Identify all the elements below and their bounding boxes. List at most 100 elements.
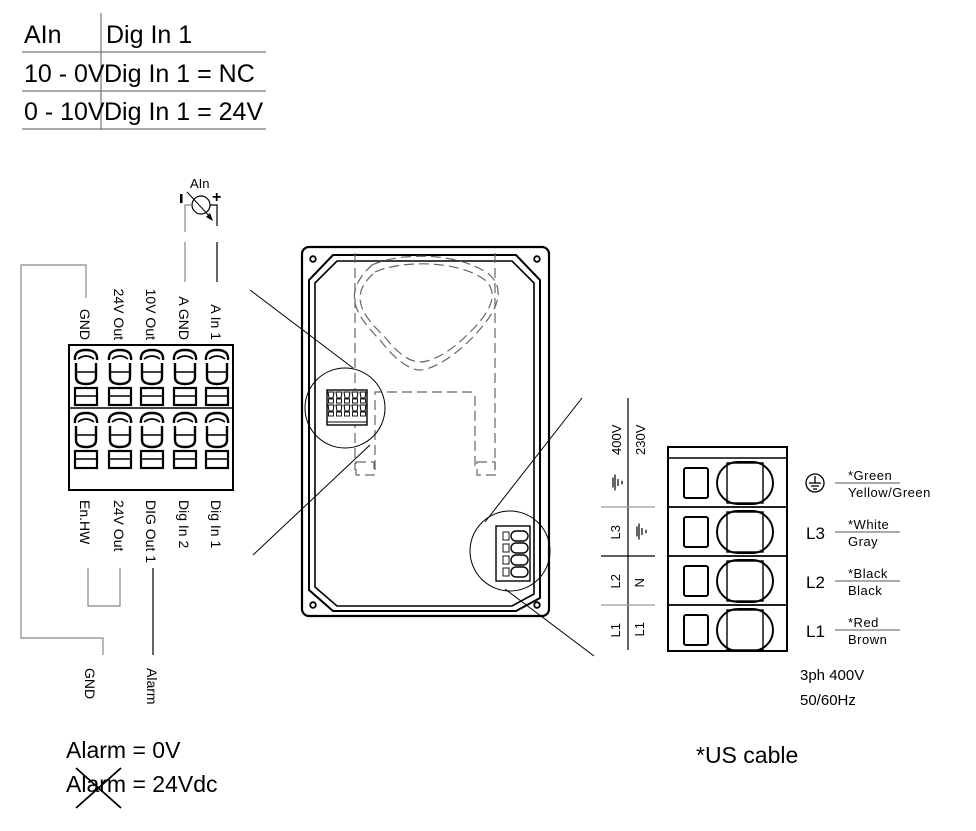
terminal-slot[interactable]	[204, 411, 230, 470]
wire-entry-icon	[205, 363, 229, 386]
table-header-ain: AIn	[24, 21, 62, 49]
wire-entry-icon	[173, 363, 197, 386]
wire-clamp-icon	[716, 461, 774, 505]
phase-label: L3	[806, 524, 825, 543]
wire-clamp-icon	[716, 510, 774, 554]
clamp-arc-icon	[176, 418, 194, 423]
voltage-400-label: L2	[608, 574, 623, 588]
supply-spec-phase: 3ph 400V	[800, 667, 864, 684]
leader-line	[504, 588, 595, 657]
terminal-slot[interactable]	[204, 348, 230, 407]
wire-entry-icon	[173, 426, 197, 449]
terminal-label-bottom: En.HW	[77, 500, 93, 545]
mini-control-connector	[326, 389, 368, 426]
terminal-slot[interactable]	[107, 411, 133, 470]
release-button-icon	[683, 565, 709, 597]
mini-button-icon	[344, 411, 350, 417]
wire-entry-icon	[140, 363, 164, 386]
voltage-230-label: N	[632, 578, 647, 587]
jumper-wire	[87, 568, 121, 607]
power-terminal-slot[interactable]	[668, 555, 787, 603]
clamp-arc-icon	[143, 418, 161, 423]
wire-clamp-inner	[726, 560, 764, 602]
enclosure	[249, 245, 595, 657]
alarm-notes: Alarm = 0V Alarm = 24Vdc	[66, 737, 218, 809]
footnote-us-cable: *US cable	[696, 742, 798, 768]
terminal-slot[interactable]	[172, 348, 198, 407]
screw-hole-icon	[309, 601, 317, 609]
leader-line	[252, 444, 371, 556]
wire-clamp-icon	[716, 559, 774, 603]
terminal-slot[interactable]	[73, 411, 99, 470]
terminal-slot[interactable]	[107, 348, 133, 407]
wire-entry-icon	[205, 426, 229, 449]
clamp-arc-icon	[77, 418, 95, 423]
wire-clamp-inner	[726, 609, 764, 651]
mini-slot-icon	[351, 404, 359, 412]
wire-gnd	[20, 264, 104, 655]
enclosure-gasket-inner	[314, 260, 535, 607]
release-button-icon	[683, 467, 709, 499]
terminal-slot[interactable]	[139, 411, 165, 470]
mini-power-button-icon	[502, 555, 510, 565]
screw-hole-icon	[533, 601, 541, 609]
truth-table: AIn Dig In 1 10 - 0V Dig In 1 = NC 0 - 1…	[22, 13, 266, 130]
enclosure-outer	[300, 245, 551, 618]
sensor-wire	[210, 204, 218, 226]
table-cell: 0 - 10V	[24, 98, 105, 126]
table-cell: Dig In 1 = NC	[104, 60, 255, 88]
clamp-arc-icon	[176, 355, 194, 360]
clamp-arc-icon	[139, 411, 165, 424]
power-terminal-slot[interactable]	[683, 461, 774, 505]
mini-power-body	[495, 525, 531, 582]
mini-slot-icon	[359, 391, 367, 399]
clamp-arc-icon	[107, 411, 133, 424]
terminal-slot[interactable]	[73, 348, 99, 407]
clamp-arc-icon	[172, 411, 198, 424]
phase-label: L1	[806, 622, 825, 641]
release-button-icon	[683, 516, 709, 548]
terminal-label-bottom: Dig In 1	[208, 500, 224, 548]
mini-slot-icon	[343, 404, 351, 412]
clamp-arc-icon	[208, 418, 226, 423]
release-button-icon	[683, 614, 709, 646]
ground-icon	[612, 474, 623, 491]
voltage-header-230: 230V	[633, 424, 648, 455]
detail-circle-control	[304, 367, 386, 449]
terminal-label-top: 10V Out	[143, 289, 159, 340]
mini-power-clamp-icon	[510, 554, 529, 566]
clamp-arc-icon	[73, 348, 99, 361]
terminal-slot[interactable]	[139, 348, 165, 407]
mini-power-button-icon	[502, 543, 510, 553]
eu-wire-color: Brown	[848, 632, 887, 647]
mini-slot-icon	[327, 404, 335, 412]
protective-earth-icon	[805, 473, 825, 493]
alarm-note-active: Alarm = 0V	[66, 737, 181, 763]
supply-spec-frequency: 50/60Hz	[800, 692, 856, 709]
mini-button-icon	[336, 398, 342, 404]
hidden-outline	[374, 391, 476, 470]
clamp-arc-icon	[73, 411, 99, 424]
detail-circle-power	[469, 510, 551, 592]
wire-entry-icon	[108, 426, 132, 449]
sensor-arrow-icon	[186, 191, 213, 220]
wire-label-alarm: Alarm	[144, 668, 160, 705]
terminal-slot[interactable]	[172, 411, 198, 470]
power-terminal-slot[interactable]	[668, 604, 787, 652]
terminal-label-bottom: Dig In 2	[176, 500, 192, 548]
voltage-400-label: L3	[608, 525, 623, 539]
screw-hole-icon	[533, 255, 541, 263]
voltage-400-label: L1	[608, 623, 623, 637]
wire-entry-icon	[74, 363, 98, 386]
power-terminal-slot[interactable]	[668, 506, 787, 554]
mini-slot-icon	[351, 391, 359, 399]
clamp-arc-icon	[77, 355, 95, 360]
clamp-arc-icon	[111, 355, 129, 360]
eu-wire-color: Yellow/Green	[848, 485, 931, 500]
voltage-230-label: L1	[632, 622, 647, 636]
hidden-curve	[359, 263, 493, 363]
